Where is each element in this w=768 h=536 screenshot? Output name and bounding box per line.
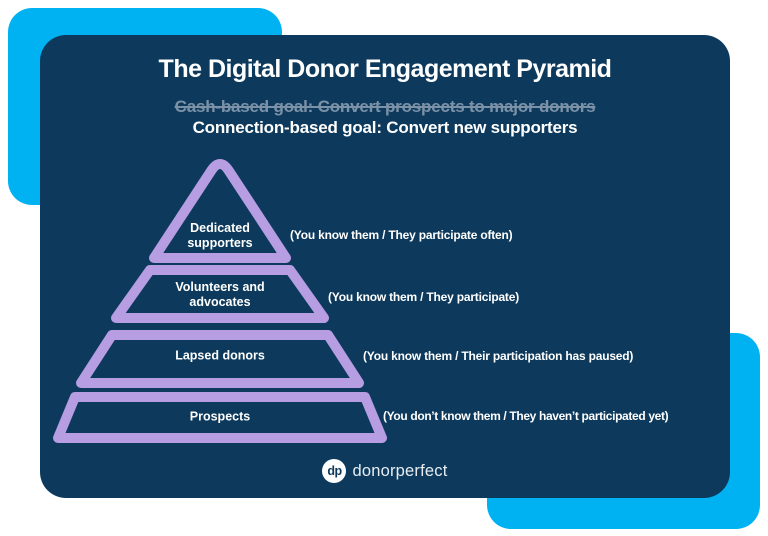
annotation-prospects: (You don’t know them / They haven’t part… xyxy=(383,409,669,423)
connection-based-goal: Connection-based goal: Convert new suppo… xyxy=(192,118,578,137)
donorperfect-logo: dp donorperfect xyxy=(40,459,730,483)
tier-label-volunteers-advocates: Volunteers and advocates xyxy=(175,280,265,309)
donorperfect-wordmark: donorperfect xyxy=(352,461,448,480)
tier-shape-volunteers-advocates xyxy=(111,265,329,323)
annotation-lapsed-donors: (You know them / Their participation has… xyxy=(363,349,634,363)
cash-based-goal-strikethrough: Cash-based goal: Convert prospects to ma… xyxy=(174,97,596,116)
page-title: The Digital Donor Engagement Pyramid xyxy=(158,55,612,83)
tier-label-lapsed-donors: Lapsed donors xyxy=(175,348,265,363)
annotation-volunteers-advocates: (You know them / They participate) xyxy=(328,290,520,304)
tier-label-prospects: Prospects xyxy=(189,409,251,424)
donorperfect-logo-icon: dp xyxy=(322,459,347,483)
pyramid-diagram xyxy=(53,159,387,443)
annotation-dedicated-supporters: (You know them / They participate often) xyxy=(290,228,513,242)
tier-shape-prospects xyxy=(53,392,387,443)
tier-shape-lapsed-donors xyxy=(76,330,364,388)
tier-label-dedicated-supporters: Dedicated supporters xyxy=(187,221,253,250)
tier-shape-dedicated-supporters xyxy=(149,159,291,263)
